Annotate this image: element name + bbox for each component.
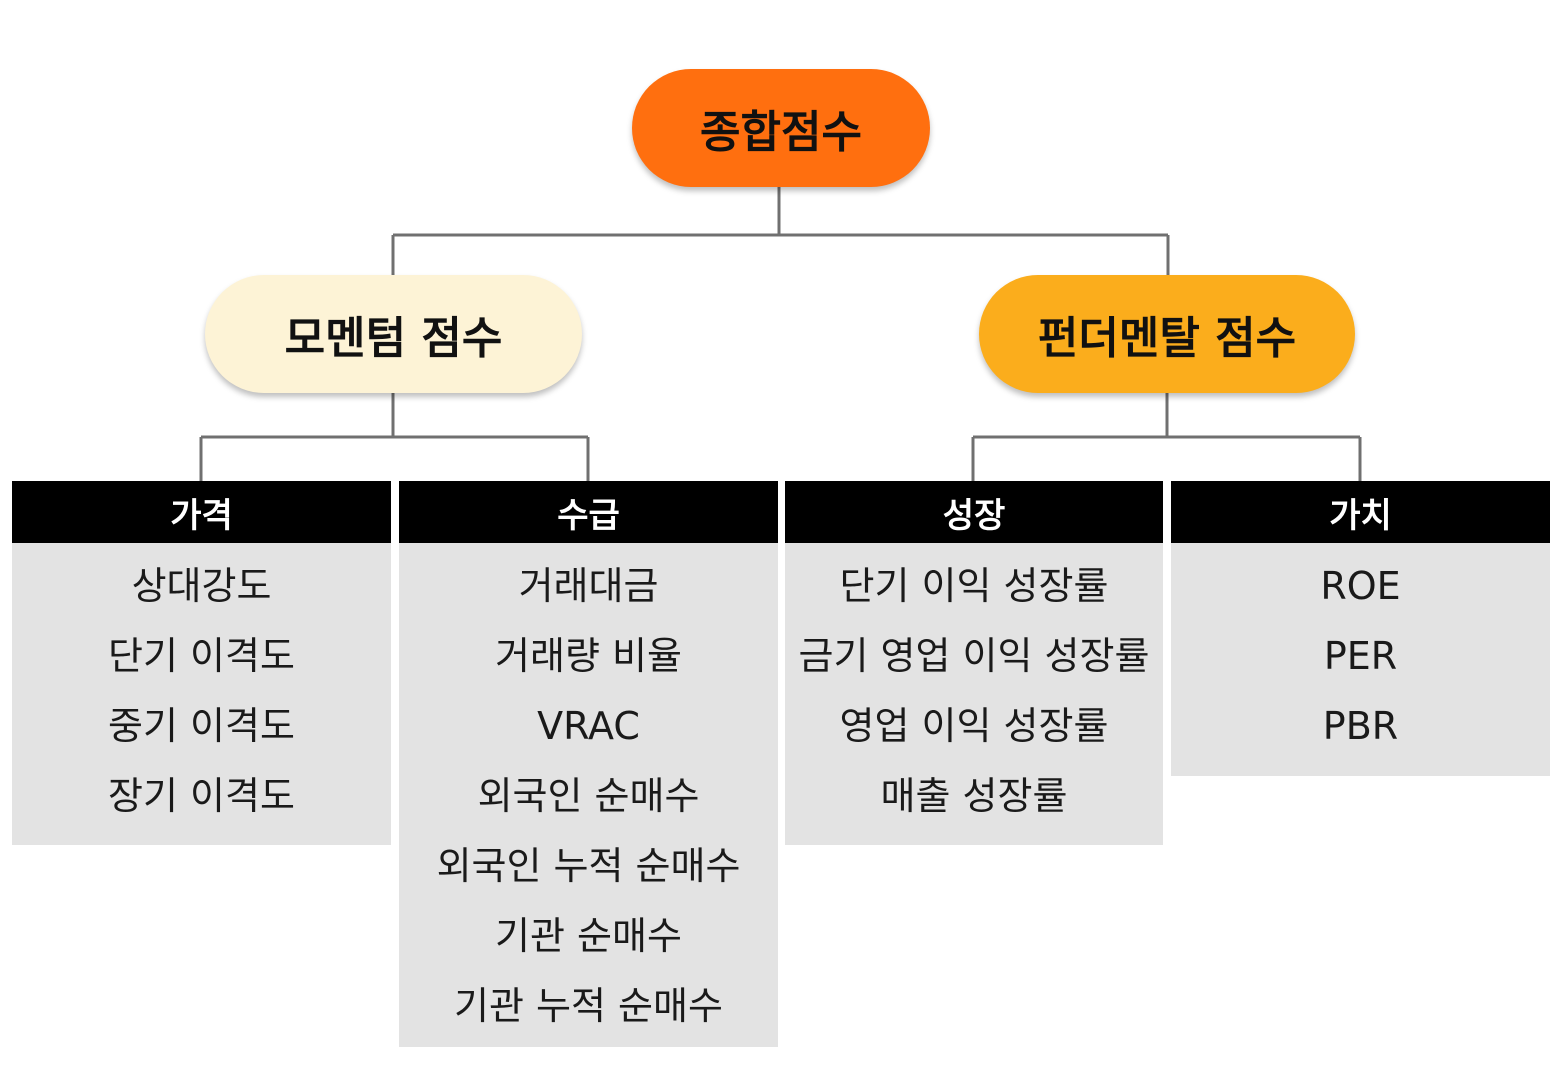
category-header-growth: 성장 bbox=[785, 481, 1163, 543]
list-item: 단기 이격도 bbox=[108, 634, 295, 678]
list-item: 거래량 비율 bbox=[495, 634, 682, 678]
category-growth: 성장 단기 이익 성장률 금기 영업 이익 성장률 영업 이익 성장률 매출 성… bbox=[785, 481, 1163, 845]
category-value: 가치 ROE PER PBR bbox=[1171, 481, 1550, 776]
category-list-value: ROE PER PBR bbox=[1171, 543, 1550, 771]
root-node-total-score: 종합점수 bbox=[632, 69, 930, 187]
list-item: 외국인 누적 순매수 bbox=[436, 844, 741, 888]
category-supply-demand: 수급 거래대금 거래량 비율 VRAC 외국인 순매수 외국인 누적 순매수 기… bbox=[399, 481, 778, 1047]
category-price: 가격 상대강도 단기 이격도 중기 이격도 장기 이격도 bbox=[12, 481, 391, 845]
list-item: 기관 누적 순매수 bbox=[454, 984, 723, 1028]
list-item: 장기 이격도 bbox=[108, 774, 295, 818]
list-item: 매출 성장률 bbox=[880, 774, 1068, 818]
list-item: ROE bbox=[1320, 564, 1401, 608]
list-item: PBR bbox=[1322, 704, 1399, 748]
list-item: PER bbox=[1323, 634, 1398, 678]
category-list-price: 상대강도 단기 이격도 중기 이격도 장기 이격도 bbox=[12, 543, 391, 841]
category-list-growth: 단기 이익 성장률 금기 영업 이익 성장률 영업 이익 성장률 매출 성장률 bbox=[785, 543, 1163, 841]
node-momentum-score: 모멘텀 점수 bbox=[205, 275, 582, 393]
fundamental-score-label: 펀더멘탈 점수 bbox=[1037, 313, 1297, 364]
root-node-label: 종합점수 bbox=[700, 107, 862, 158]
momentum-score-label: 모멘텀 점수 bbox=[284, 313, 503, 364]
node-fundamental-score: 펀더멘탈 점수 bbox=[979, 275, 1355, 393]
list-item: 단기 이익 성장률 bbox=[839, 564, 1109, 608]
list-item: 중기 이격도 bbox=[108, 704, 295, 748]
list-item: 금기 영업 이익 성장률 bbox=[798, 634, 1150, 678]
list-item: VRAC bbox=[537, 704, 640, 748]
list-item: 영업 이익 성장률 bbox=[839, 704, 1109, 748]
category-header-price: 가격 bbox=[12, 481, 391, 543]
list-item: 상대강도 bbox=[131, 564, 272, 608]
category-header-value: 가치 bbox=[1171, 481, 1550, 543]
category-list-supply-demand: 거래대금 거래량 비율 VRAC 외국인 순매수 외국인 누적 순매수 기관 순… bbox=[399, 543, 778, 1051]
list-item: 거래대금 bbox=[518, 564, 659, 608]
list-item: 외국인 순매수 bbox=[477, 774, 700, 818]
list-item: 기관 순매수 bbox=[495, 914, 682, 958]
category-header-supply-demand: 수급 bbox=[399, 481, 778, 543]
